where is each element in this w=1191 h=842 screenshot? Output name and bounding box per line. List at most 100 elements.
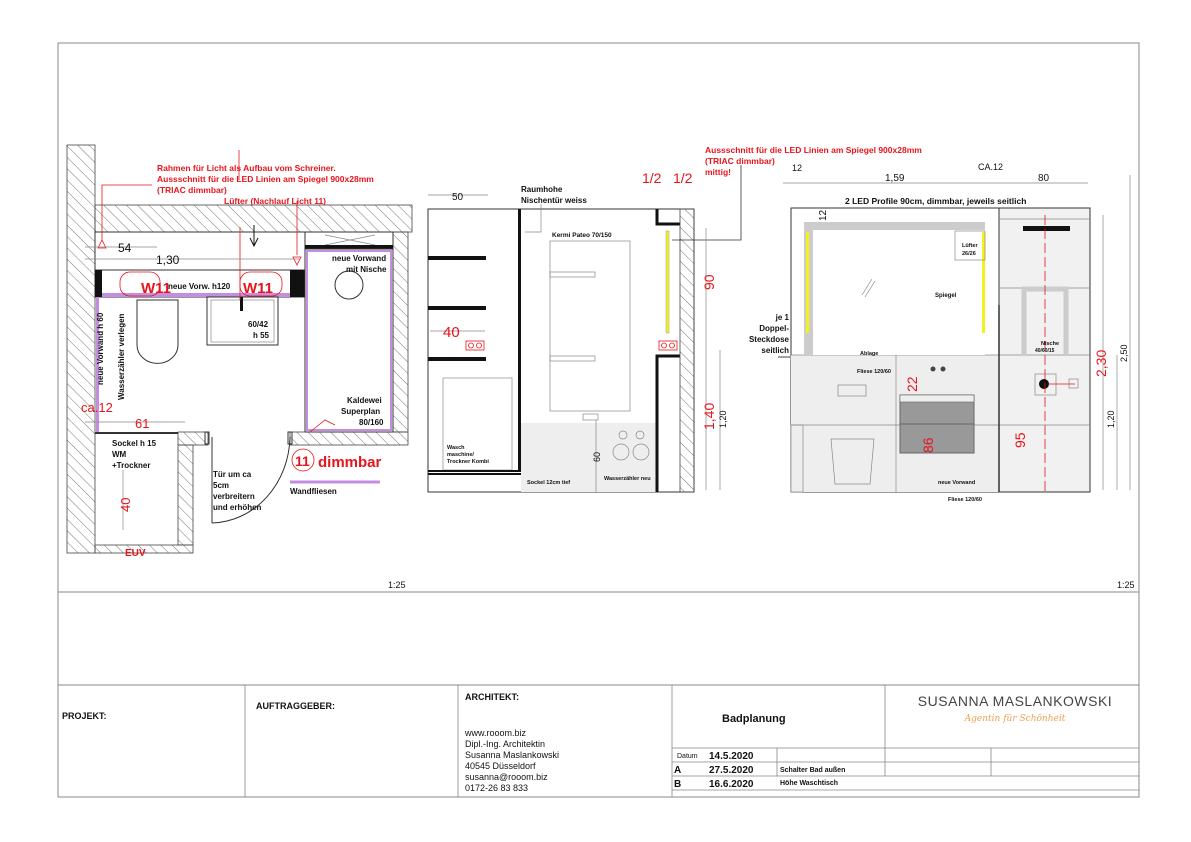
dimension: 2,30 [1093, 350, 1109, 377]
niche-label: Nische [1041, 341, 1059, 347]
elevation-vanity-labels: 12 1,59 CA.12 80 2 LED Profile 90cm, dim… [749, 162, 1129, 503]
shower-valve [1039, 379, 1049, 389]
sink-label: h 55 [253, 331, 270, 340]
architect-phone: 0172-26 83 833 [465, 783, 528, 793]
dimension: 95 [1012, 432, 1028, 448]
dimension: 54 [118, 241, 132, 255]
revision-date: 16.6.2020 [709, 779, 754, 790]
tile-label: Fliese 120/60 [857, 369, 891, 375]
revision-note: Schalter Bad außen [780, 767, 845, 774]
revision-note: Höhe Waschtisch [780, 780, 838, 787]
fan-label: 26/26 [962, 251, 976, 257]
door-note: Nischentür weiss [521, 196, 587, 205]
toilet [136, 299, 179, 364]
radiator-label: Kermi Pateo 70/150 [552, 232, 612, 239]
cut-label: EUV [125, 548, 146, 559]
washer-label: maschine/ [447, 452, 474, 458]
elevation-niche-labels: 50 Raumhohe Nischentür weiss Kermi Pateo… [443, 145, 922, 486]
dimension: 1/2 [673, 170, 693, 186]
elevation-vanity [778, 175, 1131, 493]
door-note: Raumhohe [521, 185, 563, 194]
date-label: Datum [677, 753, 698, 760]
fan [954, 230, 986, 261]
washer-label: Wasch [447, 445, 465, 451]
dimension: ca.12 [81, 400, 113, 415]
sockel-label: Sockel 12cm tief [527, 480, 570, 486]
sockel-label: +Trockner [112, 461, 150, 470]
revision-id: A [674, 765, 681, 776]
dimension: 1/2 [642, 170, 662, 186]
led-note: mittig! [705, 167, 731, 177]
client-label: AUFTRAGGEBER: [256, 701, 335, 711]
socket-note: seitlich [761, 346, 789, 355]
floor-plan [66, 144, 413, 554]
sockel-label: WM [112, 450, 127, 459]
legend-wall-tiles: Wandfliesen [290, 487, 337, 496]
led-note: (TRIAC dimmbar) [705, 156, 775, 166]
scale-label: 1:25 [1117, 580, 1135, 590]
dimension: 1,59 [885, 173, 905, 184]
frame-note: Aussschnitt für die LED Linien am Spiege… [157, 174, 374, 184]
shower-label: Kaldewei [347, 396, 382, 405]
socket-note: je 1 [775, 313, 790, 322]
dimension: 22 [904, 376, 920, 392]
dimension: 12 [818, 209, 829, 221]
dimension: 60 [592, 452, 602, 462]
light-label-w11: W11 [141, 280, 171, 297]
washer-label: Trockner Kombi [447, 459, 489, 465]
architect-city: 40545 Düsseldorf [465, 761, 536, 771]
dimension: 80 [1038, 173, 1050, 184]
led-strip [665, 230, 670, 334]
led-strip [806, 232, 809, 333]
scale-label: 1:25 [388, 580, 406, 590]
door-note: und erhöhen [213, 503, 262, 512]
door-note: verbreitern [213, 492, 255, 501]
socket-icon [658, 340, 678, 351]
fan-note: Lüfter (Nachlauf Licht 11) [224, 196, 326, 206]
radiator [549, 240, 631, 412]
revision-id: B [674, 779, 681, 790]
dimension: 40 [443, 324, 460, 341]
wall-label: neue Vorwand [938, 480, 975, 486]
socket-icon [465, 340, 485, 351]
drawing-title: Badplanung [722, 713, 786, 725]
led-profile-note: 2 LED Profile 90cm, dimmbar, jeweils sei… [845, 196, 1026, 206]
led-strip [982, 232, 985, 333]
shelf-label: Ablage [860, 351, 878, 357]
light-label-w11: W11 [243, 280, 273, 297]
wall-label: neue Vorwand [332, 254, 386, 263]
architect-label: ARCHITEKT: [465, 692, 519, 702]
dimension: 50 [452, 192, 464, 203]
floor-plan-labels: Rahmen für Licht als Aufbau vom Schreine… [81, 163, 387, 559]
project-label: PROJEKT: [62, 711, 107, 721]
dimension: 86 [920, 437, 936, 453]
walls [66, 144, 413, 554]
door-note: Tür um ca [213, 470, 252, 479]
dimension: 1,20 [718, 410, 728, 428]
architect-title: Dipl.-Ing. Architektin [465, 739, 545, 749]
title-block: PROJEKT: AUFTRAGGEBER: ARCHITEKT: www.ro… [62, 685, 1139, 797]
dimension: CA.12 [978, 162, 1003, 172]
dimension: 90 [701, 274, 717, 290]
shower-drain [334, 270, 364, 300]
sheet-frame [57, 42, 1140, 798]
architect-name: Susanna Maslankowski [465, 750, 559, 760]
wall-label: mit Nische [346, 265, 387, 274]
dimension: 40 [118, 498, 133, 512]
logo-tagline: Agentin für Schönheit [964, 714, 1066, 724]
dimension: 1,40 [701, 403, 717, 430]
wall-label: neue Vorw. h120 [168, 282, 231, 291]
niche-label: 40/60/15 [1035, 348, 1055, 354]
architect-website: www.rooom.biz [464, 728, 527, 738]
dimension: 2,50 [1119, 344, 1129, 362]
frame-note: Rahmen für Licht als Aufbau vom Schreine… [157, 163, 336, 173]
meter-note: Wasserzähler verlegen [117, 313, 126, 400]
shower-label: 80/160 [359, 418, 384, 427]
sockel-label: Sockel h 15 [112, 439, 157, 448]
fan-label: Lüfter [962, 243, 978, 249]
wall-label: neue Vorwand h 60 [96, 312, 105, 385]
mirror-label: Spiegel [935, 293, 957, 299]
sink-label: 60/42 [248, 320, 269, 329]
socket-note: Doppel- [759, 324, 789, 333]
